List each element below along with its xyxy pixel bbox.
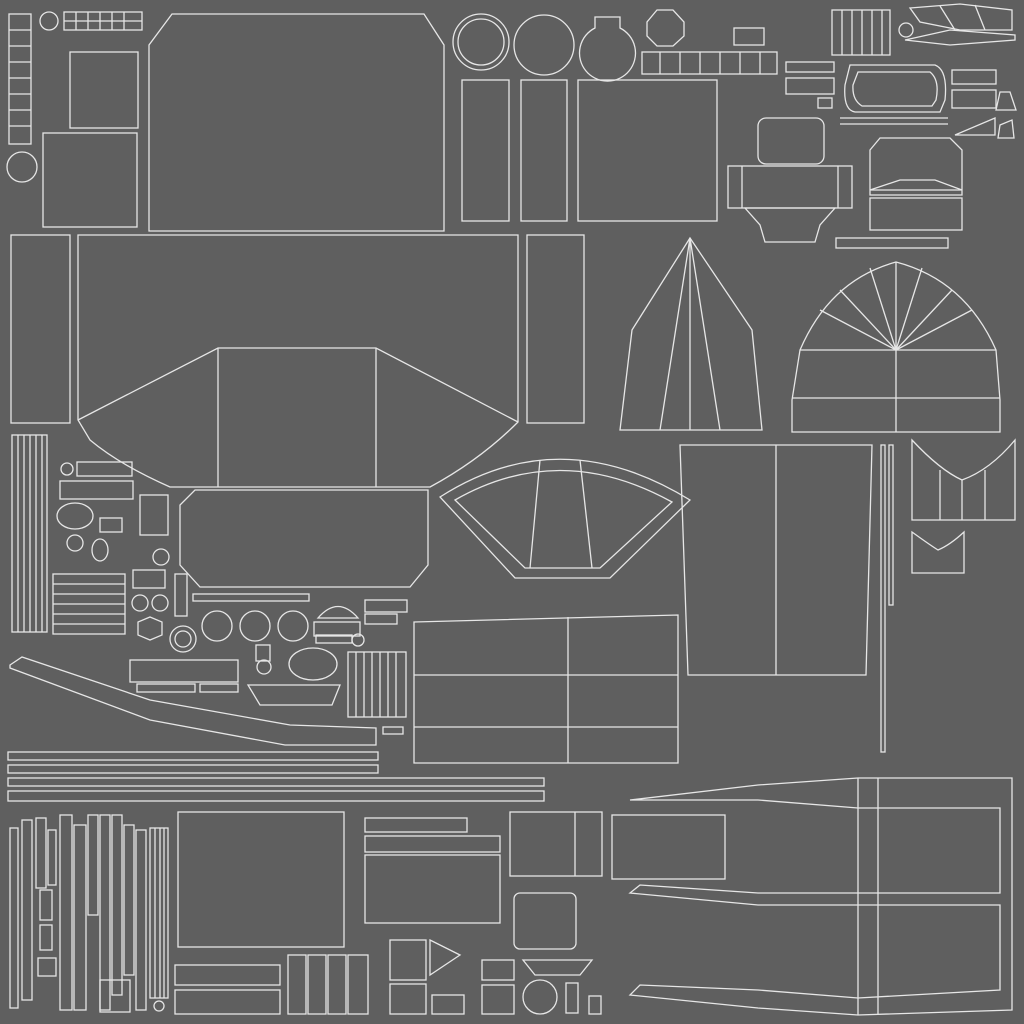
bucket-patch xyxy=(995,91,1017,111)
bottom-left-strips xyxy=(9,814,169,1013)
grid-strip-top xyxy=(63,11,143,31)
side-panel-left xyxy=(10,234,71,424)
square-patch-large xyxy=(42,132,138,228)
rect-patch xyxy=(509,811,603,877)
scoop-patch xyxy=(911,438,1016,521)
fuselage-top-panel xyxy=(77,234,519,488)
windshield-frame-inner xyxy=(852,71,938,107)
windshield-frame xyxy=(844,64,947,113)
nose-cone-patch xyxy=(619,236,763,431)
thin-spar-strip xyxy=(888,444,894,606)
canopy-dome-patch xyxy=(791,261,1001,433)
segmented-strip xyxy=(641,51,778,75)
cowling-fan-patch xyxy=(438,458,692,579)
seat-patch xyxy=(727,117,853,243)
side-panel-right xyxy=(526,234,585,424)
wing-tip-patches xyxy=(898,3,1016,46)
scoop-patch-small xyxy=(911,530,965,574)
circle-patch xyxy=(513,14,575,76)
top-body-panel xyxy=(148,13,445,232)
small-circle-patch xyxy=(39,11,59,31)
strip-patch xyxy=(364,835,501,853)
cap-patch xyxy=(578,16,637,82)
square-patch xyxy=(69,51,139,129)
ring-patch-inner xyxy=(457,18,505,66)
ladder-strip xyxy=(8,13,32,145)
square-panel-patch xyxy=(177,811,345,948)
thin-strip xyxy=(835,237,949,249)
octagon-patch xyxy=(646,9,685,47)
ring-patch xyxy=(452,13,510,71)
circle-patch xyxy=(6,151,38,183)
small-rect-patch xyxy=(733,27,765,46)
wing-patch xyxy=(628,777,1013,1016)
small-rect-patch xyxy=(785,77,835,95)
rounded-patch xyxy=(513,892,577,950)
vertical-stripe-block xyxy=(11,434,48,633)
square-panel-patch xyxy=(577,79,718,222)
small-strip xyxy=(785,61,835,73)
side-panel-patch xyxy=(461,79,510,222)
tiny-rect xyxy=(382,726,404,735)
grid-panel-patch xyxy=(413,614,679,764)
triangle-patch xyxy=(954,117,996,136)
rect-patch xyxy=(611,814,726,880)
grid-block xyxy=(831,9,891,56)
small-patch xyxy=(997,119,1015,139)
hood-patch xyxy=(869,137,963,231)
long-strips xyxy=(7,751,545,802)
curved-strip xyxy=(9,656,377,746)
strip-patch xyxy=(364,817,468,833)
side-panel-patch xyxy=(520,79,568,222)
bottom-small-parts xyxy=(174,938,602,1015)
small-parts-cluster xyxy=(52,461,408,718)
tiny-rect xyxy=(817,97,833,109)
rect-patch xyxy=(364,854,501,924)
fuselage-bottom-panel xyxy=(179,489,429,588)
small-rect-patch xyxy=(951,89,997,109)
small-rect-patch xyxy=(951,69,997,85)
thin-spar-strip xyxy=(880,444,886,753)
wing-panel-patch xyxy=(679,444,873,676)
